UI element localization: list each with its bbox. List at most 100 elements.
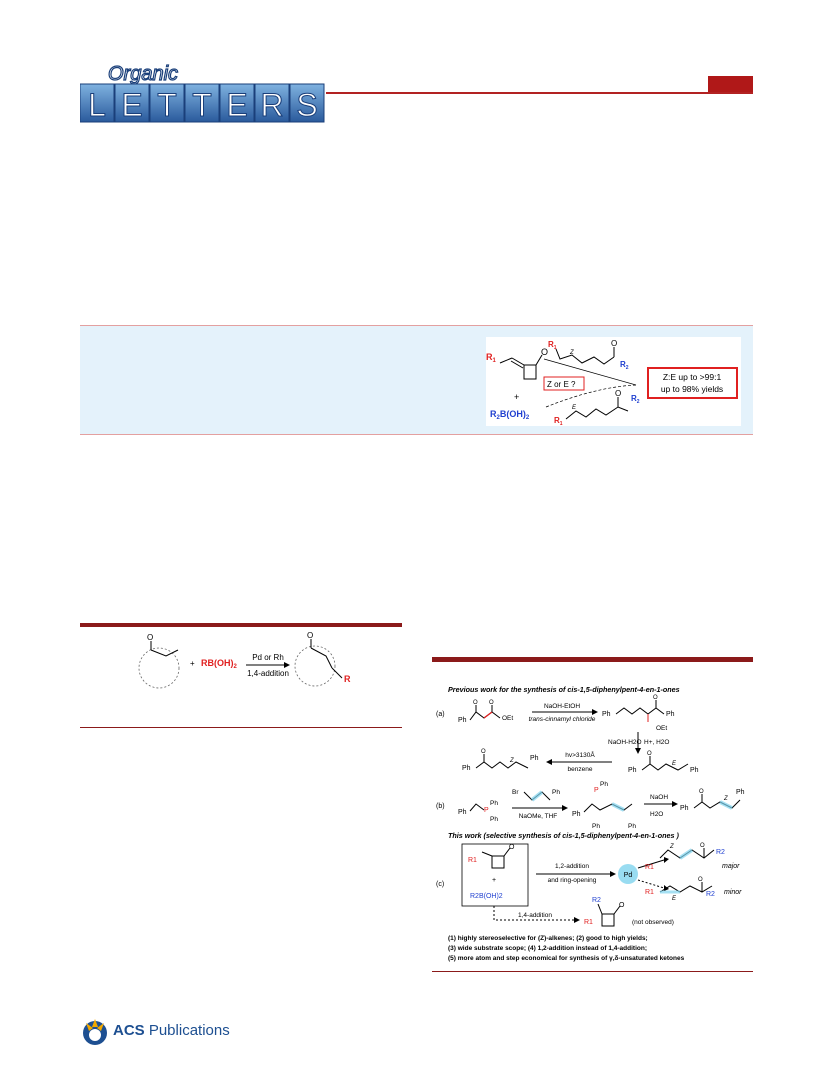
logo-letter: E xyxy=(226,87,247,123)
logo-letter: T xyxy=(157,87,177,123)
scheme2-not-observed: (not observed) xyxy=(632,919,674,926)
scheme2-e-ph2: Ph xyxy=(690,767,699,774)
scheme2-b-br: Br xyxy=(512,789,519,796)
scheme2-b-final-o: O xyxy=(699,789,704,795)
scheme2-b-reagent: NaOMe, THF xyxy=(519,813,558,820)
scheme2-no-o: O xyxy=(619,902,625,909)
scheme2-a-product-o: O xyxy=(653,695,658,701)
scheme2-b-final-z: Z xyxy=(723,796,728,802)
scheme1-product-o: O xyxy=(307,631,313,640)
scheme2-no-r2: R2 xyxy=(592,897,601,904)
logo-letter: R xyxy=(260,87,283,123)
scheme2-z-ph2: Ph xyxy=(530,755,539,762)
scheme2-c-arrow-bottom: and ring-opening xyxy=(548,877,597,884)
scheme2-a-o2: O xyxy=(489,700,494,706)
scheme2-a-reagent-top: NaOH-EtOH xyxy=(544,703,580,710)
toc-result-line1: Z:E up to >99:1 xyxy=(663,372,722,382)
scheme2-c-major-o: O xyxy=(700,843,705,849)
toc-e-o: O xyxy=(615,389,621,398)
logo-letter: L xyxy=(88,87,106,123)
scheme2-label-c: (c) xyxy=(436,881,444,888)
scheme2-c-minor-o: O xyxy=(698,877,703,883)
logo-letter: T xyxy=(192,87,212,123)
toc-boronic-acid: R2B(OH)2 xyxy=(490,409,530,421)
scheme2-add14: 1,4-addition xyxy=(518,912,552,919)
toc-carbonyl-o: O xyxy=(541,347,548,357)
scheme2-benzene: benzene xyxy=(568,766,593,773)
toc-graphic: O R1 + R2B(OH)2 Z or E ? R1 Z O R2 E R1 … xyxy=(486,337,741,426)
scheme2-z-label1: Z xyxy=(509,758,514,764)
scheme1-reagent: RB(OH)2 xyxy=(201,658,238,670)
scheme2-b-product-p: P xyxy=(594,787,599,794)
scheme2-c-r1: R1 xyxy=(468,857,477,864)
scheme2-c-minor-r1: R1 xyxy=(645,889,654,896)
scheme1-plus: + xyxy=(190,659,195,668)
scheme2-note-2: (3) wide substrate scope; (4) 1,2-additi… xyxy=(448,945,647,952)
scheme2-a-reagent-bottom: trans-cinnamyl chloride xyxy=(529,716,596,723)
scheme2-bottom-rule xyxy=(432,971,753,972)
scheme2-c-minor: minor xyxy=(724,889,742,896)
acs-logo-icon xyxy=(83,1019,107,1045)
scheme2-b-ph2: Ph xyxy=(552,789,560,796)
scheme2-e-o: O xyxy=(647,751,652,757)
scheme2-a-product-oet: OEt xyxy=(656,725,667,732)
toc-z-r1: R1 xyxy=(548,340,557,351)
scheme2-top-rule xyxy=(432,657,753,662)
scheme2-c-major: major xyxy=(722,863,740,870)
scheme2-note-3: (5) more atom and step economical for sy… xyxy=(448,955,685,962)
scheme2-h-plus: H+, H2O xyxy=(644,739,669,746)
toc-plus: + xyxy=(514,392,519,402)
scheme1-top-rule xyxy=(80,623,402,627)
scheme2-hv: hv>3130Å xyxy=(565,750,595,759)
logo-letter: E xyxy=(121,87,142,123)
scheme2-naoh-h2o: NaOH-H2O xyxy=(608,739,642,746)
scheme2-e-ph1: Ph xyxy=(628,767,637,774)
scheme2-a-product-ph: Ph xyxy=(602,711,611,718)
scheme1-substrate-o: O xyxy=(147,633,153,642)
scheme2-e-label1: E xyxy=(672,761,677,767)
scheme2-c-minor-e: E xyxy=(672,896,677,902)
scheme2-c-major-r2: R2 xyxy=(716,849,725,856)
logo-letter: S xyxy=(296,87,317,123)
scheme2-c-major-z: Z xyxy=(669,844,674,850)
scheme1-product-r: R xyxy=(344,674,351,684)
toc-result-line2: up to 98% yields xyxy=(661,384,723,394)
scheme2-z-ph1: Ph xyxy=(462,765,471,772)
scheme2-b-product-ph: Ph xyxy=(572,811,581,818)
toc-r1: R1 xyxy=(486,352,497,364)
scheme2-c-major-r1: R1 xyxy=(645,864,654,871)
scheme2-graphic: Previous work for the synthesis of cis-1… xyxy=(436,685,745,962)
scheme2-c-arrow-top: 1,2-addition xyxy=(555,863,589,870)
scheme2-b-final-ph2: Ph xyxy=(736,789,745,796)
scheme2-note-1: (1) highly stereoselective for (Z)-alken… xyxy=(448,935,648,942)
scheme2-b-ph: Ph xyxy=(458,809,467,816)
scheme2-c-pd: Pd xyxy=(624,872,633,879)
scheme2-b-product-ph-bottom: Ph xyxy=(592,823,600,830)
scheme2-a-o1: O xyxy=(473,700,478,706)
logo-letters: L E T T E R S xyxy=(80,83,325,124)
toc-z-o: O xyxy=(611,339,617,348)
scheme2-b-h2o: H2O xyxy=(650,811,663,818)
acs-publications-label[interactable]: ACS Publications xyxy=(113,1022,230,1039)
scheme2-z-o: O xyxy=(481,749,486,755)
scheme2-b-product-ph-right: Ph xyxy=(628,823,636,830)
scheme2-heading-previous: Previous work for the synthesis of cis-1… xyxy=(448,685,680,694)
scheme2-c-boronic: R2B(OH)2 xyxy=(470,893,503,900)
scheme2-c-minor-r2: R2 xyxy=(706,891,715,898)
toc-z-or-e: Z or E ? xyxy=(547,380,576,389)
scheme2-a-oet: OEt xyxy=(502,715,513,722)
header-rule xyxy=(326,92,753,94)
scheme1-arrow-top: Pd or Rh xyxy=(252,653,284,662)
scheme2-no-r1: R1 xyxy=(584,919,593,926)
scheme2-heading-this-work: This work (selective synthesis of cis-1,… xyxy=(448,831,679,840)
scheme2-a-ph: Ph xyxy=(458,717,467,724)
scheme1-graphic: O + RB(OH)2 Pd or Rh 1,4-addition O R xyxy=(138,631,351,689)
toc-e-r2: R2 xyxy=(631,394,640,405)
scheme2-label-b: (b) xyxy=(436,803,445,810)
scheme2-b-p: P xyxy=(484,807,489,814)
scheme2-b-naoh: NaOH xyxy=(650,794,668,801)
journal-logo: Organic L E T T E R S xyxy=(80,62,325,124)
toc-e-r1: R1 xyxy=(554,416,563,426)
scheme2-b-ph-b: Ph xyxy=(490,816,498,823)
scheme2-b-product-ph-top: Ph xyxy=(600,781,608,788)
